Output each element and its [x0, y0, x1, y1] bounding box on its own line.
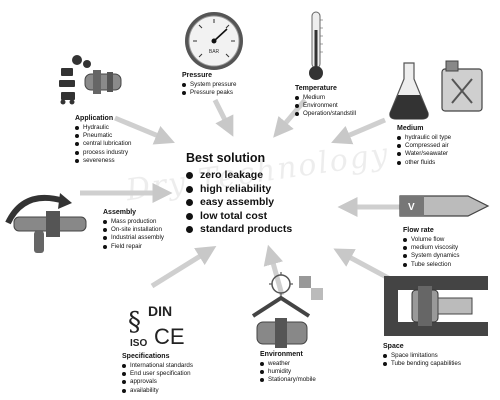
pressure-gauge-icon: BAR	[185, 12, 243, 70]
list-item: Industrial assembly	[103, 234, 164, 242]
pressure-title: Pressure	[182, 72, 212, 79]
solution-item: low total cost	[186, 210, 346, 224]
thermometer-icon	[309, 11, 323, 80]
list-item: Environment	[295, 102, 356, 110]
application-title: Application	[75, 115, 114, 122]
list-item: System dynamics	[403, 252, 459, 260]
list-item: process industry	[75, 149, 132, 157]
best-solution-panel: Best solution zero leakage high reliabil…	[186, 150, 346, 237]
flow-valve-icon: V	[399, 195, 490, 217]
list-item: Stationary/mobile	[260, 376, 316, 384]
solution-item: standard products	[186, 223, 346, 237]
environment-weather-icon	[251, 272, 323, 348]
din-logo: DIN	[148, 303, 172, 319]
specifications-title: Specifications	[122, 353, 170, 360]
list-item: Compressed air	[397, 142, 451, 150]
list-item: Volume flow	[403, 236, 459, 244]
list-item: Mass production	[103, 218, 164, 226]
list-item: Hydraulic	[75, 124, 132, 132]
list-item: other fluids	[397, 159, 451, 167]
assembly-title: Assembly	[103, 209, 137, 216]
list-item: Medium	[295, 94, 356, 102]
solution-item: zero leakage	[186, 169, 346, 183]
list-item: severeness	[75, 157, 132, 165]
list-item: End user specification	[122, 370, 193, 378]
environment-title: Environment	[260, 351, 303, 358]
arrow-pressure	[212, 98, 234, 137]
list-item: approvals	[122, 378, 193, 386]
gauge-label: BAR	[209, 49, 220, 55]
arrow-application	[114, 115, 175, 145]
list-item: central lubrication	[75, 140, 132, 148]
space-title: Space	[383, 343, 404, 350]
factor-medium: Medium hydraulic oil type Compressed air…	[397, 124, 451, 167]
application-machinery-icon	[59, 55, 122, 105]
factor-specifications: Specifications International standards E…	[122, 352, 193, 395]
list-item: medium viscosity	[403, 244, 459, 252]
solution-item: easy assembly	[186, 196, 346, 210]
factor-environment: Environment weather humidity Stationary/…	[260, 350, 316, 385]
list-item: System pressure	[182, 81, 236, 89]
factor-assembly: Assembly Mass production On-site install…	[103, 208, 164, 251]
list-item: humidity	[260, 368, 316, 376]
arrow-space	[333, 248, 394, 283]
list-item: On-site installation	[103, 226, 164, 234]
assembly-wrench-icon	[5, 193, 87, 253]
list-item: hydraulic oil type	[397, 134, 451, 142]
best-solution-title: Best solution	[186, 151, 266, 165]
factor-flow-rate: Flow rate Volume flow medium viscosity S…	[403, 226, 459, 269]
factor-pressure: Pressure System pressure Pressure peaks	[182, 71, 236, 97]
list-item: Water/seawater	[397, 150, 451, 158]
solution-item: high reliability	[186, 183, 346, 197]
list-item: Tube selection	[403, 261, 459, 269]
iso-logo: ISO	[130, 338, 147, 349]
list-item: Pressure peaks	[182, 89, 236, 97]
ce-logo: CE	[154, 324, 185, 349]
list-item: Space limitations	[383, 352, 461, 360]
list-item: availability	[122, 387, 193, 395]
medium-flask-canister-icon	[389, 60, 483, 120]
medium-title: Medium	[397, 125, 424, 132]
specifications-logos-icon: § DIN ISO CE	[128, 303, 185, 349]
list-item: Field repair	[103, 243, 164, 251]
arrow-medium	[331, 117, 386, 145]
factor-application: Application Hydraulic Pneumatic central …	[75, 114, 132, 165]
factor-space: Space Space limitations Tube bending cap…	[383, 342, 461, 368]
list-item: Pneumatic	[75, 132, 132, 140]
temperature-title: Temperature	[295, 85, 337, 92]
factor-temperature: Temperature Medium Environment Operation…	[295, 84, 356, 119]
list-item: weather	[260, 360, 316, 368]
list-item: Tube bending capabilities	[383, 360, 461, 368]
arrow-environment	[263, 244, 285, 296]
arrow-specifications	[150, 246, 217, 289]
space-clamp-icon	[384, 276, 488, 336]
flow-rate-title: Flow rate	[403, 227, 434, 234]
valve-label: V	[408, 202, 415, 213]
section-sign: §	[128, 307, 141, 337]
list-item: International standards	[122, 362, 193, 370]
arrow-temperature	[273, 98, 307, 138]
list-item: Operation/standstill	[295, 110, 356, 118]
